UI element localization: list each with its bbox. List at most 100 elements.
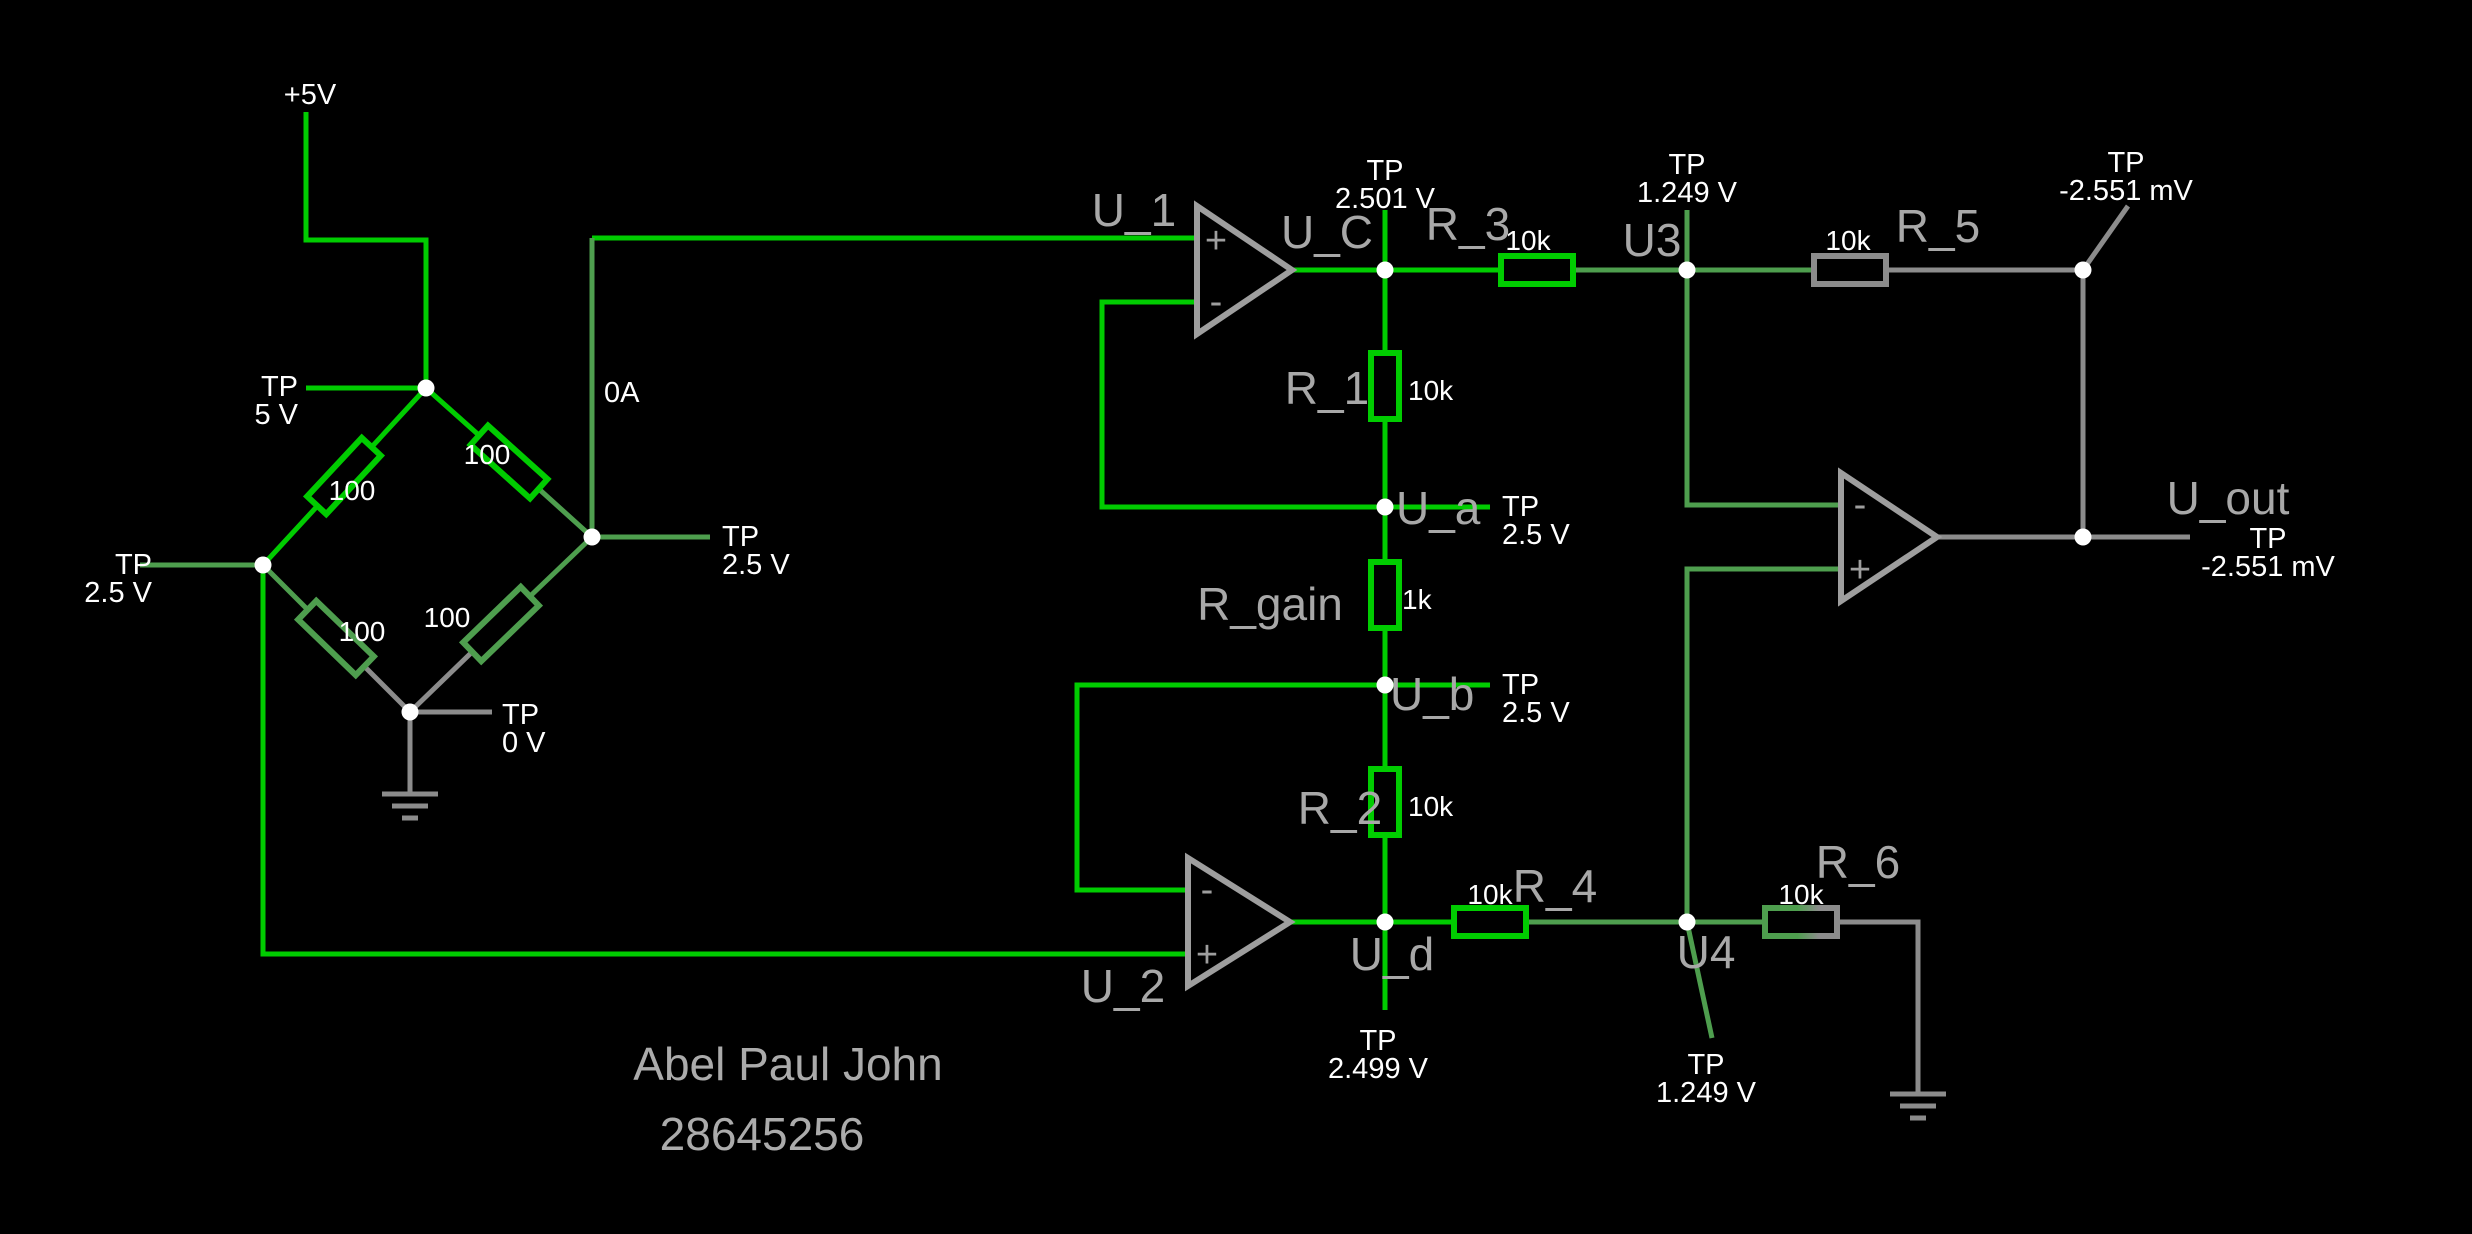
resistor-r5-label: R_5 xyxy=(1896,200,1980,252)
opamp-u2-minus-sign: - xyxy=(1201,869,1214,911)
resistor-body[interactable] xyxy=(458,582,544,666)
resistor-r4[interactable] xyxy=(1451,905,1529,939)
wire-u4-to-plus-input[interactable] xyxy=(1684,566,1841,922)
bridge-resistor-topleft[interactable] xyxy=(302,433,386,519)
opamp-u2-plus-sign: + xyxy=(1196,934,1218,976)
bridge-resistor-topright[interactable] xyxy=(466,421,552,503)
tp-label: TP xyxy=(1366,155,1403,187)
tp-value: 2.5 V xyxy=(1502,697,1570,729)
tp-value: 2.501 V xyxy=(1335,183,1436,215)
tp-value: -2.551 mV xyxy=(2059,175,2193,207)
tp-label: TP xyxy=(2107,147,2144,179)
net-ub-label: U_b xyxy=(1390,668,1474,720)
testpoint-uout[interactable]: TP -2.551 mV xyxy=(2201,523,2335,583)
resistor-rgain-label: R_gain xyxy=(1197,578,1343,630)
resistor-body[interactable] xyxy=(302,433,386,519)
resistor-body[interactable] xyxy=(466,421,552,503)
testpoint-u3[interactable]: TP 1.249 V xyxy=(1637,149,1738,209)
testpoint-ub[interactable]: TP 2.5 V xyxy=(1502,669,1570,729)
junction-bridge-top xyxy=(417,379,435,397)
tp-value: -2.551 mV xyxy=(2201,551,2335,583)
opamp-u1-minus-sign: - xyxy=(1210,281,1223,323)
bridge-resistor-bottomright[interactable] xyxy=(458,582,544,666)
net-u3-label: U3 xyxy=(1623,214,1682,266)
junction-uc xyxy=(1376,261,1394,279)
tp-label: TP xyxy=(115,549,152,581)
tp-value: 5 V xyxy=(254,399,298,431)
resistor-r1-value: 10k xyxy=(1408,375,1454,406)
tp-value: 2.5 V xyxy=(1502,519,1570,551)
bridge-resistor-bottomleft[interactable] xyxy=(293,596,379,680)
wire-u2-plus-input[interactable] xyxy=(260,565,1188,957)
wire-u1-feedback[interactable] xyxy=(1099,299,1385,510)
opamp-output-minus-sign: - xyxy=(1854,484,1867,526)
wire-u2-feedback[interactable] xyxy=(1074,682,1385,893)
testpoint-ua[interactable]: TP 2.5 V xyxy=(1502,491,1570,551)
tp-value: 0 V xyxy=(502,727,546,759)
resistor-r2-label: R_2 xyxy=(1298,782,1382,834)
tp-value: 2.5 V xyxy=(84,577,152,609)
net-u4-label: U4 xyxy=(1677,926,1736,978)
opamp-output-triangle[interactable] xyxy=(1838,467,1943,607)
testpoint-u4[interactable]: TP 1.249 V xyxy=(1656,1049,1757,1109)
supply-label: +5V xyxy=(284,79,337,111)
bridge-r-bottomright-value: 100 xyxy=(424,602,471,633)
resistor-r5-value: 10k xyxy=(1825,225,1871,256)
junction-u4 xyxy=(1678,913,1696,931)
testpoint-bridge-top[interactable]: TP 5 V xyxy=(254,371,298,431)
resistor-body[interactable] xyxy=(293,596,379,680)
testpoint-uc[interactable]: TP 2.501 V xyxy=(1335,155,1436,215)
testpoint-bridge-left[interactable]: TP 2.5 V xyxy=(84,549,152,609)
resistor-r1[interactable] xyxy=(1368,350,1402,422)
resistor-r2-value: 10k xyxy=(1408,791,1454,822)
tp-value: 1.249 V xyxy=(1637,177,1738,209)
net-uc-label: U_C xyxy=(1281,206,1373,258)
ground-symbol-right[interactable] xyxy=(1890,1091,1946,1121)
junction-bridge-right xyxy=(583,528,601,546)
wire-u3-to-minus-input[interactable] xyxy=(1684,270,1841,508)
bridge-r-bottomleft-value: 100 xyxy=(339,616,386,647)
tp-value: 2.5 V xyxy=(722,549,790,581)
tp-label: TP xyxy=(502,699,539,731)
wire-tp-outtop-stub[interactable] xyxy=(2080,204,2131,272)
opamp-u2-triangle[interactable] xyxy=(1185,852,1296,992)
resistor-r3-label: R_3 xyxy=(1426,198,1510,250)
tp-label: TP xyxy=(1687,1049,1724,1081)
bridge-r-topright-value: 100 xyxy=(464,439,511,470)
wire-r6-to-ground[interactable] xyxy=(1837,919,1921,1092)
junction-bridge-bottom xyxy=(401,703,419,721)
junction-uout xyxy=(2074,528,2092,546)
resistor-r5[interactable] xyxy=(1811,253,1889,287)
bridge-r-topleft-value: 100 xyxy=(329,475,376,506)
testpoint-ud[interactable]: TP 2.499 V xyxy=(1328,1025,1429,1085)
resistor-r3-value: 10k xyxy=(1505,225,1551,256)
testpoint-bridge-right[interactable]: TP 2.5 V xyxy=(722,521,790,581)
tp-label: TP xyxy=(722,521,759,553)
opamp-u1[interactable]: + - xyxy=(1194,200,1298,340)
resistor-r3[interactable] xyxy=(1498,253,1576,287)
junction-ud xyxy=(1376,913,1394,931)
resistor-r4-label: R_4 xyxy=(1513,860,1597,912)
tp-label: TP xyxy=(1502,669,1539,701)
resistor-rgain-value: 1k xyxy=(1402,584,1433,615)
junction-bridge-left xyxy=(254,556,272,574)
net-ud-label: U_d xyxy=(1350,928,1434,980)
junction-ua xyxy=(1376,498,1394,516)
wire-supply-feed[interactable] xyxy=(303,112,429,388)
testpoint-bridge-bottom[interactable]: TP 0 V xyxy=(502,699,546,759)
opamp-u1-triangle[interactable] xyxy=(1194,200,1298,340)
opamp-output[interactable]: - + xyxy=(1838,467,1943,607)
ground-symbol-left[interactable] xyxy=(382,791,438,821)
testpoint-out-top[interactable]: TP -2.551 mV xyxy=(2059,147,2193,207)
tp-label: TP xyxy=(1502,491,1539,523)
author-name: Abel Paul John xyxy=(633,1038,942,1090)
author-id: 28645256 xyxy=(660,1108,865,1160)
wire-tp-u4-stub[interactable] xyxy=(1684,921,1715,1039)
resistor-r6[interactable] xyxy=(1762,905,1840,939)
junction-ub xyxy=(1376,676,1394,694)
resistor-rgain[interactable] xyxy=(1368,559,1402,631)
resistor-r4-value: 10k xyxy=(1467,879,1513,910)
resistor-r2[interactable] xyxy=(1368,766,1402,838)
opamp-u2[interactable]: - + xyxy=(1185,852,1296,992)
